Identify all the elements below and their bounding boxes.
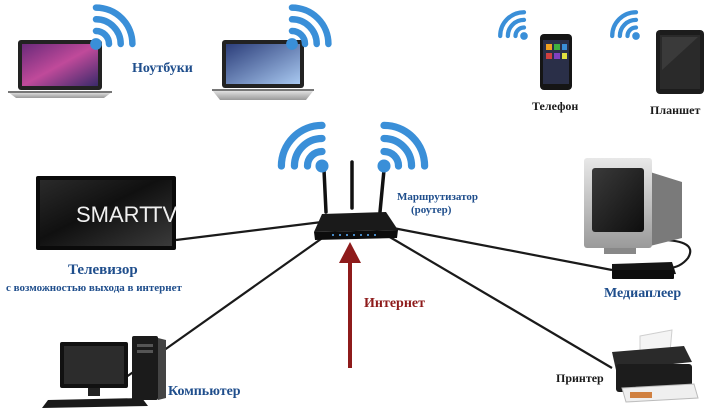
label-laptops: Ноутбуки bbox=[132, 61, 193, 76]
phone-wifi-icon bbox=[500, 12, 528, 40]
tv-icon: SMART TV bbox=[36, 176, 177, 250]
label-router: Маршрутизатор (роутер) bbox=[397, 191, 478, 216]
label-phone: Телефон bbox=[532, 99, 579, 113]
printer-icon bbox=[612, 329, 699, 403]
tablet-wifi-icon bbox=[612, 12, 640, 40]
media-player-icon bbox=[612, 262, 676, 279]
internet-arrow bbox=[339, 242, 361, 368]
laptop-wifi-icon bbox=[90, 8, 132, 50]
router-wifi-left-icon bbox=[281, 125, 328, 172]
cable-monitor-player bbox=[647, 238, 692, 270]
label-router-line2: (роутер) bbox=[411, 203, 452, 216]
router-wifi-right-icon bbox=[377, 125, 424, 172]
laptop-icon bbox=[212, 40, 314, 100]
cable-printer bbox=[387, 235, 613, 369]
label-tablet: Планшет bbox=[650, 103, 701, 117]
cable-tv bbox=[175, 220, 323, 242]
router-icon bbox=[314, 160, 398, 240]
crt-monitor-icon bbox=[584, 158, 682, 254]
laptop-icon bbox=[8, 40, 112, 98]
label-tv-title: Телевизор bbox=[68, 262, 138, 278]
label-tv-subtitle: с возможностью выхода в интернет bbox=[6, 282, 182, 294]
tv-brand-smart: SMART bbox=[76, 202, 153, 227]
label-router-line1: Маршрутизатор bbox=[397, 191, 479, 203]
label-printer: Принтер bbox=[556, 371, 604, 385]
tv-brand-tv: TV bbox=[149, 202, 177, 227]
laptop-wifi-icon bbox=[286, 8, 328, 50]
cable-media-player bbox=[392, 226, 613, 272]
label-computer: Компьютер bbox=[168, 384, 241, 399]
smartphone-icon bbox=[540, 34, 572, 90]
label-media-player: Медиаплеер bbox=[604, 286, 682, 301]
label-internet: Интернет bbox=[364, 296, 425, 311]
desktop-computer-icon bbox=[42, 336, 166, 408]
tablet-icon bbox=[656, 30, 704, 94]
